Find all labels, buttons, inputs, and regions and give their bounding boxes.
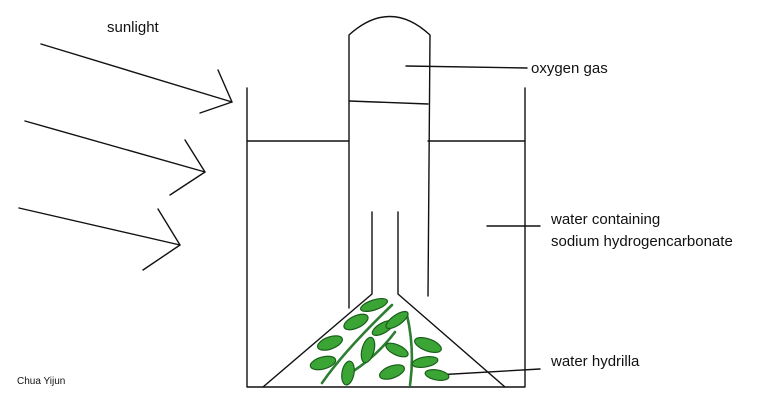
beaker <box>246 87 526 388</box>
hydrilla-pointer-line <box>435 368 541 376</box>
author-credit: Chua Yijun <box>17 376 66 387</box>
sunlight-arrow-2 <box>24 120 206 173</box>
sunlight-label: sunlight <box>107 19 159 36</box>
water-label-line-2: sodium hydrogencarbonate <box>551 233 733 250</box>
hydrilla-leaf <box>343 313 369 331</box>
hydrilla-leaf <box>341 360 355 386</box>
sunlight-arrow-3-head <box>142 208 181 271</box>
oxygen-gas-label: oxygen gas <box>531 60 608 77</box>
hydrilla-stem <box>350 330 397 374</box>
hydrilla-leaf <box>309 355 337 371</box>
sunlight-arrows <box>18 43 233 271</box>
hydrilla-leaf <box>360 336 376 364</box>
water-hydrilla-label: water hydrilla <box>551 353 640 370</box>
gas-water-boundary <box>348 100 429 105</box>
hydrilla-leaf <box>379 364 405 380</box>
oxygen-pointer-line <box>405 65 528 69</box>
hydrilla-plant <box>309 297 450 387</box>
hydrilla-leaf <box>411 355 439 369</box>
hydrilla-leaf <box>414 337 442 353</box>
hydrilla-leaf <box>385 310 409 330</box>
hydrilla-leaf <box>317 335 343 351</box>
hydrilla-leaf <box>359 297 389 313</box>
hydrilla-leaf <box>424 369 450 381</box>
sunlight-arrow-1-head <box>199 69 233 114</box>
hydrilla-stem <box>320 303 394 385</box>
water-label-line-1: water containing <box>551 211 661 228</box>
hydrilla-stem <box>405 313 414 387</box>
sunlight-arrow-1 <box>40 43 233 103</box>
test-tube <box>348 15 431 309</box>
funnel <box>262 211 506 388</box>
sunlight-arrow-3 <box>18 207 181 246</box>
sunlight-arrow-2-head <box>169 139 206 196</box>
hydrilla-leaf <box>385 342 409 358</box>
